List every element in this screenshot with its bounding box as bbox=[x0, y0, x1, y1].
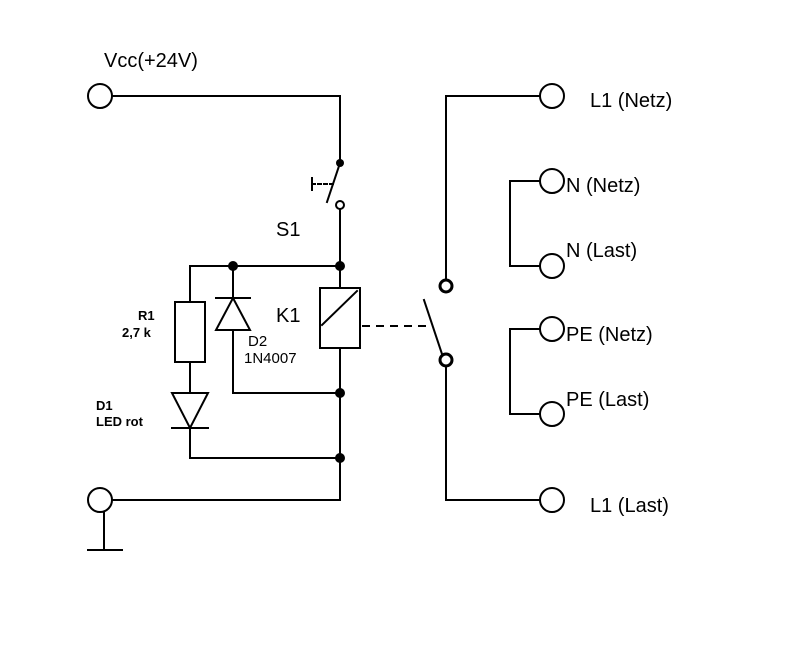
terminal-ground bbox=[87, 487, 113, 513]
label-l1-last: L1 (Last) bbox=[590, 495, 669, 517]
label-r1-value: 2,7 k bbox=[122, 325, 152, 340]
resistor-r1 bbox=[174, 301, 206, 363]
label-d2-type: 1N4007 bbox=[244, 350, 297, 367]
switch-s1 bbox=[311, 159, 345, 210]
relay-contact bbox=[422, 95, 541, 501]
terminal-l1-netz bbox=[539, 83, 565, 109]
label-d2-name: D2 bbox=[248, 333, 267, 350]
terminal-n-netz bbox=[539, 168, 565, 194]
label-n-last: N (Last) bbox=[566, 240, 637, 262]
junction-dots bbox=[228, 261, 345, 463]
label-vcc: Vcc(+24V) bbox=[104, 50, 198, 72]
led-d1 bbox=[170, 392, 210, 431]
label-l1-netz: L1 (Netz) bbox=[590, 90, 672, 112]
coil-network-wiring bbox=[87, 265, 341, 551]
terminal-pe-netz bbox=[539, 316, 565, 342]
relay-coil-k1 bbox=[319, 287, 361, 349]
label-d1-name: D1 bbox=[96, 398, 113, 413]
pe-bridge bbox=[509, 328, 541, 415]
label-k1: K1 bbox=[276, 305, 300, 327]
terminal-n-last bbox=[539, 253, 565, 279]
label-pe-netz: PE (Netz) bbox=[566, 324, 653, 346]
terminal-l1-last bbox=[539, 487, 565, 513]
label-r1-name: R1 bbox=[138, 308, 155, 323]
terminal-vcc bbox=[87, 83, 113, 109]
diode-d2 bbox=[214, 295, 252, 331]
neutral-bridge bbox=[509, 180, 541, 267]
label-d1-type: LED rot bbox=[96, 414, 144, 429]
label-pe-last: PE (Last) bbox=[566, 389, 649, 411]
terminal-pe-last bbox=[539, 401, 565, 427]
label-s1: S1 bbox=[276, 219, 300, 241]
label-n-netz: N (Netz) bbox=[566, 175, 640, 197]
supply-wiring bbox=[111, 95, 341, 267]
